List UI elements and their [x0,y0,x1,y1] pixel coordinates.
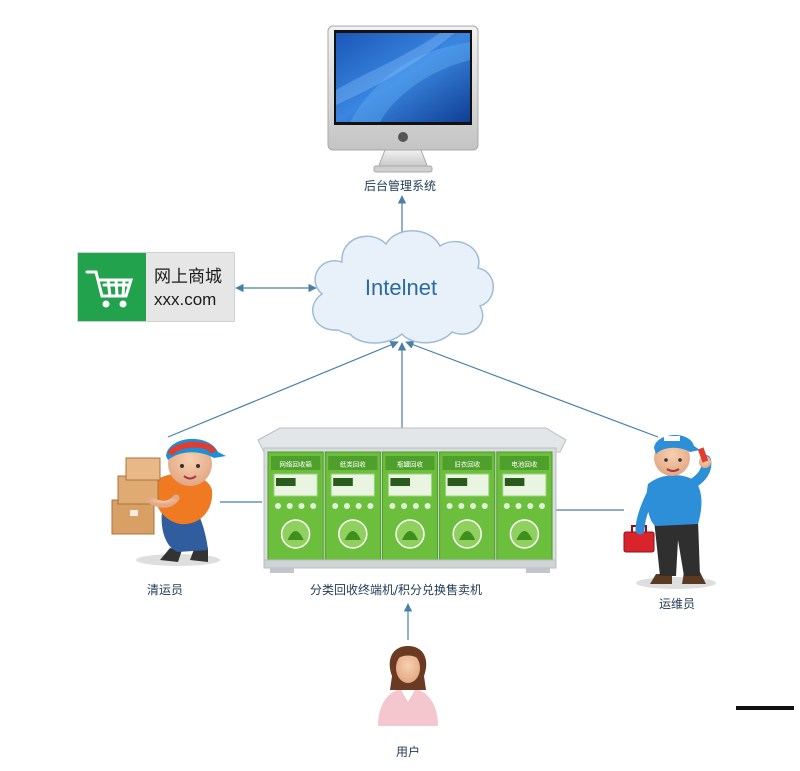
machine-panel-title: 瓶罐回收 [397,460,424,469]
backend-label: 后台管理系统 [364,179,437,193]
machine-panel-title: 旧衣回收 [454,460,481,469]
user-avatar-icon [378,646,438,726]
machine-label: 分类回收终端机/积分兑换售卖机 [310,583,483,597]
maintainer-icon [623,434,716,589]
toolbox-icon [623,525,655,553]
shopping-cart-icon [85,270,134,298]
machine-panel: 网络回收箱 [267,451,324,561]
internet-cloud: Intelnet [312,230,494,344]
recycling-machine: 网络回收箱 纸类回收 瓶罐回收 旧衣回收 电池回收 [257,427,567,573]
machine-panel: 电池回收 [496,451,553,561]
edge-cleaner-internet [167,341,399,438]
divider-bar [736,706,794,710]
machine-panel: 纸类回收 [324,451,381,561]
machine-panel-title: 电池回收 [511,460,538,469]
machine-panel: 旧衣回收 [439,451,496,561]
machine-panel: 瓶罐回收 [381,451,439,561]
user-label: 用户 [396,745,421,759]
machine-panel-title: 网络回收箱 [279,460,312,469]
shop-title: 网上商城 [154,267,222,287]
cleaner-icon [111,438,226,566]
internet-label: Intelnet [365,275,437,300]
online-shop-logo: 网上商城 xxx.com [77,252,235,322]
cleaner-label: 清运员 [147,583,184,597]
machine-panel-title: 纸类回收 [340,460,367,469]
cardboard-boxes-icon [111,457,161,535]
maintainer-label: 运维员 [659,597,696,611]
edge-maintainer-internet [405,340,659,438]
shop-url: xxx.com [154,290,216,309]
monitor-icon [327,25,479,173]
connector-lines [167,195,659,640]
